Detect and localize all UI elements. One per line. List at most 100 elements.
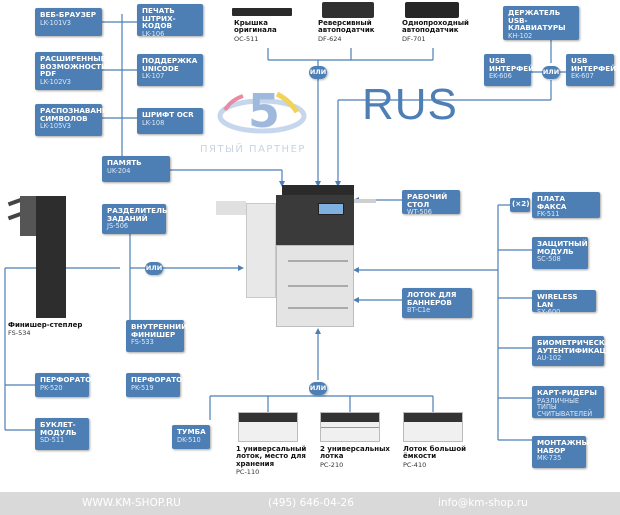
option-title: МОНТАЖНЫЙ НАБОР	[537, 438, 596, 455]
option-code: PK-519	[131, 383, 154, 392]
option-code: PC-410	[403, 460, 427, 469]
option-title: РАЗДЕЛИТЕЛЬ ЗАДАНИЙ	[107, 206, 168, 223]
option-title: ПОДДЕРЖКА UNICODE	[142, 56, 198, 73]
ocr-recognition-option: РАСПОЗНАВАНИЕ СИМВОЛОВ LK-105V3	[35, 104, 113, 136]
usb-interface-ek607-option: USB ИНТЕРФЕЙС EK-607	[566, 54, 620, 86]
option-title: Реверсивный автоподатчик	[318, 19, 375, 35]
svg-text:5: 5	[248, 84, 280, 138]
option-title: ТУМБА	[177, 427, 206, 436]
option-code: FK-511	[537, 210, 560, 219]
original-cover-image	[232, 8, 292, 16]
usb-keyboard-holder-option: ДЕРЖАТЕЛЬ USB-КЛАВИАТУРЫ KH-102	[503, 6, 579, 40]
option-title: РАСШИРЕННЫЕ ВОЗМОЖНОСТИ PDF	[40, 54, 108, 79]
pc410-option: Лоток большой ёмкости PC-410	[403, 445, 473, 469]
option-code: SX-600	[537, 308, 561, 317]
option-title: ДЕРЖАТЕЛЬ USB-КЛАВИАТУРЫ	[508, 8, 566, 33]
finisher-stapler-option: Финишер-степлер FS-534	[8, 321, 98, 338]
option-code: JS-506	[107, 222, 129, 231]
footer-phone: (495) 646-04-26	[268, 497, 354, 509]
usb-interface-ek606-option: USB ИНТЕРФЕЙС EK-606	[484, 54, 540, 86]
option-code: BT-C1e	[407, 306, 431, 315]
option-code: PC-110	[236, 468, 260, 477]
option-code: LK-102V3	[40, 77, 71, 86]
option-code: MK-735	[537, 454, 562, 463]
mounting-kit-option: МОНТАЖНЫЙ НАБОР MK-735	[532, 436, 596, 468]
banner-tray-option: ЛОТОК ДЛЯ БАННЕРОВ BT-C1e	[402, 288, 472, 318]
option-code: DF-701	[402, 34, 426, 43]
pc410-image	[403, 412, 463, 442]
option-code: LK-105V3	[40, 122, 71, 131]
option-title: ЛОТОК ДЛЯ БАННЕРОВ	[407, 290, 457, 307]
option-code: WT-506	[407, 208, 432, 217]
outer-punch-option: ПЕРФОРАТОР PK-520	[35, 373, 97, 397]
option-code: DF-624	[318, 34, 342, 43]
option-code: LK-107	[142, 72, 165, 81]
option-title: ВЕБ-БРАУЗЕР	[40, 10, 96, 19]
option-code: KH-102	[508, 31, 533, 40]
single-pass-adf-image	[405, 2, 459, 18]
or-badge-bottom: ИЛИ	[309, 382, 327, 395]
or-badge-finisher: ИЛИ	[145, 262, 163, 275]
work-table-option: РАБОЧИЙ СТОЛ WT-506	[402, 190, 460, 217]
option-title: ПАМЯТЬ	[107, 158, 142, 167]
option-title: Финишер-степлер	[8, 321, 83, 329]
option-title: ШРИФТ OCR	[142, 110, 194, 119]
original-cover-option: Крышка оригинала OC-511	[234, 19, 306, 43]
reversing-adf-image	[322, 2, 374, 18]
fax-board-option: ПЛАТА ФАКСА FK-511	[532, 192, 600, 218]
multiplier-label: (×2)	[512, 199, 530, 208]
mfp-image	[216, 185, 376, 330]
option-code: РАЗЛИЧНЫЕ ТИПЫ СЧИТЫВАТЕЛЕЙ	[537, 396, 593, 419]
memory-option: ПАМЯТЬ UK-204	[102, 156, 170, 182]
option-title: 2 универсальных лотка	[320, 445, 390, 461]
option-title: 1 универсальный лоток, место для хранени…	[236, 445, 307, 468]
option-title: ПЕЧАТЬ ШТРИХ-КОДОВ	[142, 6, 176, 31]
option-title: ВНУТРЕННИЙ ФИНИШЕР	[131, 322, 188, 339]
option-code: AU-102	[537, 354, 562, 363]
footer: WWW.KM-SHOP.RU (495) 646-04-26 info@km-s…	[0, 492, 620, 515]
option-code: FS-533	[131, 338, 154, 347]
pc210-image	[320, 412, 380, 442]
card-readers-option: КАРТ-РИДЕРЫ РАЗЛИЧНЫЕ ТИПЫ СЧИТЫВАТЕЛЕЙ	[532, 386, 604, 418]
option-title: USB ИНТЕРФЕЙС	[489, 56, 540, 73]
option-title: БИОМЕТРИЧЕСКАЯ АУТЕНТИФИКАЦИЯ	[537, 338, 618, 355]
footer-site-link[interactable]: WWW.KM-SHOP.RU	[82, 497, 181, 509]
or-badge-keyboard: ИЛИ	[542, 66, 560, 79]
option-code: LK-106	[142, 29, 165, 38]
option-title: USB ИНТЕРФЕЙС	[571, 56, 620, 73]
option-title: Крышка оригинала	[234, 19, 277, 35]
or-badge-top: ИЛИ	[309, 66, 327, 79]
option-code: LK-101V3	[40, 18, 71, 27]
unicode-option: ПОДДЕРЖКА UNICODE LK-107	[137, 54, 203, 86]
barcode-option: ПЕЧАТЬ ШТРИХ-КОДОВ LK-106	[137, 4, 203, 38]
option-code: FS-534	[8, 329, 31, 338]
inner-finisher-option: ВНУТРЕННИЙ ФИНИШЕР FS-533	[126, 320, 188, 352]
ocr-font-option: ШРИФТ OCR LK-108	[137, 108, 203, 134]
option-code: PK-520	[40, 383, 63, 392]
multiplier-badge: (×2)	[510, 198, 530, 212]
option-title: РАСПОЗНАВАНИЕ СИМВОЛОВ	[40, 106, 113, 123]
option-code: UK-204	[107, 166, 131, 175]
option-code: LK-108	[142, 118, 165, 127]
option-title: WIRELESS LAN	[537, 292, 578, 309]
option-title: Лоток большой ёмкости	[403, 445, 467, 461]
option-title: БУКЛЕТ-МОДУЛЬ	[40, 420, 77, 437]
footer-email-link[interactable]: info@km-shop.ru	[438, 497, 528, 509]
option-title: Однопроходный автоподатчик	[402, 19, 469, 35]
option-title: РАБОЧИЙ СТОЛ	[407, 192, 448, 209]
inner-punch-option: ПЕРФОРАТОР PK-519	[126, 373, 188, 397]
option-code: SD-511	[40, 436, 65, 445]
job-separator-option: РАЗДЕЛИТЕЛЬ ЗАДАНИЙ JS-506	[102, 204, 168, 234]
biometric-auth-option: БИОМЕТРИЧЕСКАЯ АУТЕНТИФИКАЦИЯ AU-102	[532, 336, 618, 366]
finisher-stapler-image	[7, 196, 68, 318]
single-pass-adf-option: Однопроходный автоподатчик DF-701	[402, 19, 480, 43]
option-title: ПЕРФОРАТОР	[40, 375, 97, 384]
partner-logo: 5	[217, 84, 307, 138]
web-browser-option: ВЕБ-БРАУЗЕР LK-101V3	[35, 8, 102, 36]
option-title: ПЛАТА ФАКСА	[537, 194, 567, 211]
wireless-lan-option: WIRELESS LAN SX-600	[532, 290, 596, 316]
booklet-module-option: БУКЛЕТ-МОДУЛЬ SD-511	[35, 418, 89, 450]
cabinet-option: ТУМБА DK-510	[172, 425, 210, 449]
option-code: EK-606	[489, 72, 512, 81]
